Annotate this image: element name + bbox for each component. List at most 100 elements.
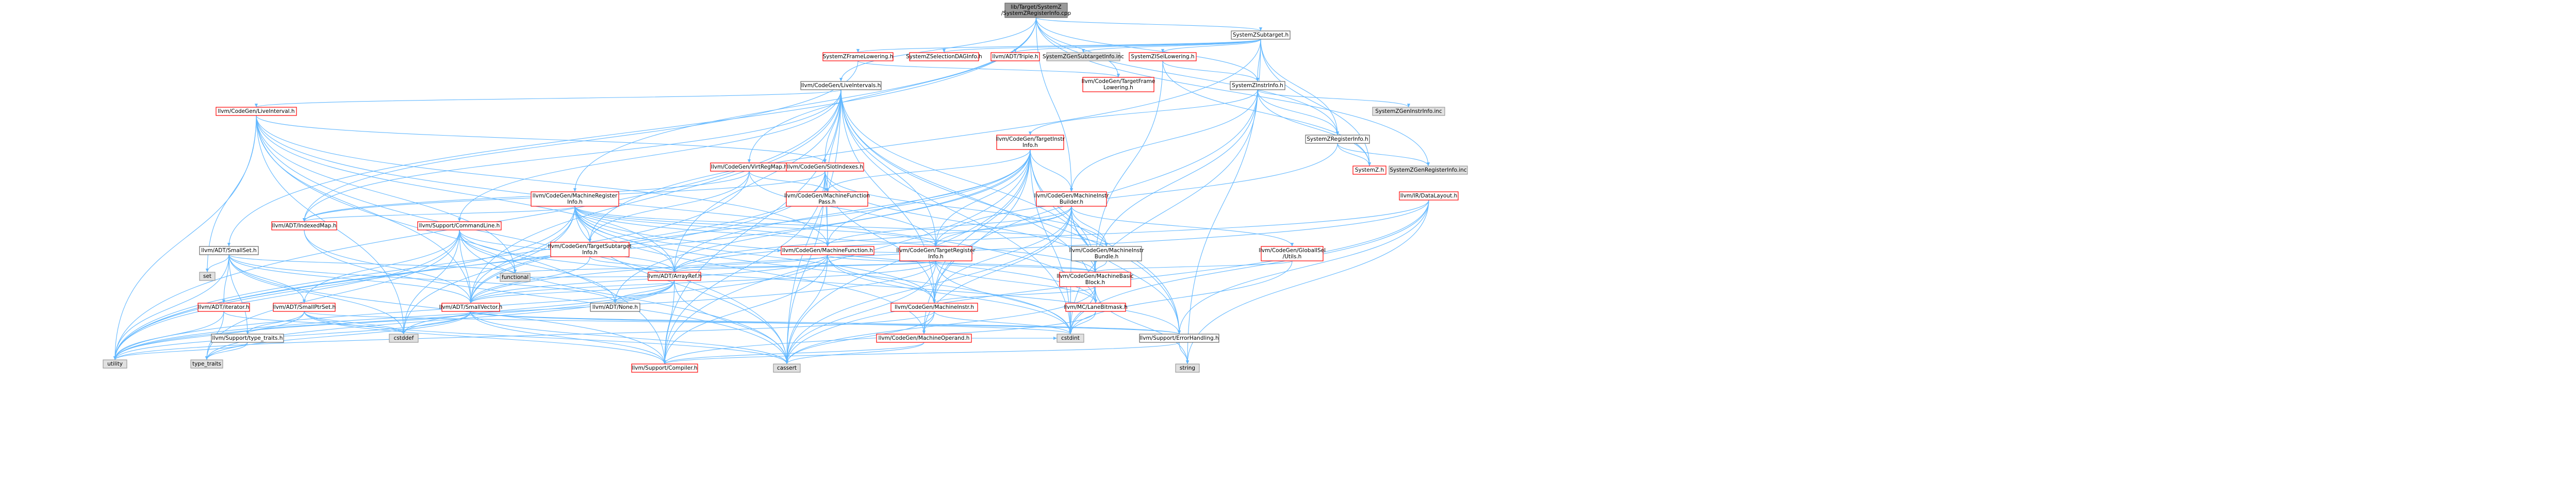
dependency-edges (113, 17, 1430, 365)
edge-root-to-liveintervals (839, 17, 1037, 82)
node-liveintervals[interactable]: llvm/CodeGen/LiveIntervals.h (800, 81, 882, 90)
edge-liveintervals-to-mfpass (825, 89, 841, 192)
edge-tri-to-mbb (935, 260, 1097, 273)
node-reginfo[interactable]: SystemZRegisterInfo.h (1305, 135, 1370, 144)
edge-slotindexes-to-mibundle (824, 171, 1109, 247)
edge-iterator-to-cstddef (223, 311, 405, 335)
edge-slotindexes-to-cassert (785, 171, 825, 365)
edge-mf-to-cassert (785, 254, 828, 365)
edge-mri-to-smallvector (469, 206, 575, 304)
edge-errorhandling-to-string (1179, 342, 1190, 365)
node-root: lib/Target/SystemZ/SystemZRegisterInfo.c… (1001, 3, 1071, 18)
node-machineoperand[interactable]: llvm/CodeGen/MachineOperand.h (876, 334, 972, 343)
node-box-string (1175, 363, 1200, 373)
node-smallset[interactable]: llvm/ADT/SmallSet.h (199, 246, 259, 255)
node-label-root-line-1: /SystemZRegisterInfo.cpp (1001, 10, 1071, 16)
node-typetraitsllvm[interactable]: llvm/Support/type_traits.h (211, 334, 284, 343)
node-compiler[interactable]: llvm/Support/Compiler.h (631, 363, 698, 373)
node-box-cstdint (1056, 334, 1084, 343)
edge-liveintervals-to-compiler (663, 89, 841, 365)
edge-root-to-virtregmap (747, 17, 1037, 163)
node-none[interactable]: llvm/ADT/None.h (590, 303, 640, 312)
node-box-reginfo (1305, 135, 1370, 144)
edge-root-to-smallset (227, 17, 1037, 247)
edge-virtregmap-to-tri (749, 171, 938, 247)
node-label-liveinterval: llvm/CodeGen/LiveInterval.h (218, 108, 294, 114)
node-seldag[interactable]: SystemZSelectionDAGInfo.h (906, 52, 982, 61)
node-label-datalayout: llvm/IR/DataLayout.h (1400, 193, 1458, 199)
edge-datalayout-to-arrayref (673, 200, 1429, 273)
node-machineinstr[interactable]: llvm/CodeGen/MachineInstr.h (890, 303, 978, 312)
node-label-tfl-line-1: Lowering.h (1103, 85, 1133, 91)
edge-instrinfo-to-reginfo (1257, 89, 1340, 136)
node-label-genctrl: SystemZGenInstrInfo.inc (1375, 108, 1442, 114)
edge-machineoperand-to-cassert (785, 342, 924, 365)
node-label-tii-line-0: llvm/CodeGen/TargetInstr (996, 136, 1065, 142)
node-subtarget[interactable]: SystemZSubtarget.h (1231, 30, 1291, 40)
edge-mf-to-cstdint (827, 254, 1072, 335)
node-label-typetraitsllvm: llvm/Support/type_traits.h (212, 335, 283, 341)
node-label-smallvector: llvm/ADT/SmallVector.h (439, 304, 503, 310)
node-instrinfo[interactable]: SystemZInstrInfo.h (1230, 81, 1285, 90)
edge-root-to-instrinfo (1035, 17, 1260, 82)
node-label-compiler: llvm/Support/Compiler.h (632, 365, 697, 371)
edge-subtarget-to-triple (1014, 39, 1261, 53)
edge-liveinterval-to-utility (113, 115, 257, 360)
node-virtregmap[interactable]: llvm/CodeGen/VirtRegMap.h (710, 162, 788, 172)
edge-slotindexes-to-utility (113, 171, 825, 360)
edge-tii-to-machineinstr (932, 149, 1031, 304)
edge-tii-to-machineoperand (922, 149, 1031, 335)
node-iterator[interactable]: llvm/ADT/iterator.h (197, 303, 250, 312)
edge-smallptrset-to-utility (113, 311, 305, 360)
node-string: string (1175, 363, 1200, 373)
node-smallvector[interactable]: llvm/ADT/SmallVector.h (439, 303, 503, 312)
edge-machineinstr-to-cassert (785, 311, 935, 365)
node-lanebitmask[interactable]: llvm/MC/LaneBitmask.h (1064, 303, 1128, 312)
node-cmdline[interactable]: llvm/Support/CommandLine.h (417, 221, 502, 230)
edge-isellowering-to-systemzh (1162, 60, 1372, 167)
node-smallptrset[interactable]: llvm/ADT/SmallPtrSet.h (273, 303, 336, 312)
node-mf[interactable]: llvm/CodeGen/MachineFunction.h (781, 246, 874, 255)
node-framelowering[interactable]: SystemZFrameLowering.h (822, 52, 894, 61)
edge-mri-to-cassert (574, 206, 789, 365)
edge-tii-to-errorhandling (1030, 149, 1181, 335)
node-errorhandling[interactable]: llvm/Support/ErrorHandling.h (1139, 334, 1219, 343)
node-label-tri-line-1: Info.h (928, 254, 944, 260)
node-box-cmdline (417, 221, 502, 230)
node-gisel[interactable]: llvm/CodeGen/GlobalISel/Utils.h (1259, 246, 1326, 261)
node-triple[interactable]: llvm/ADT/Triple.h (990, 52, 1040, 61)
edge-subtarget-to-gensubtarget (1082, 39, 1261, 53)
edge-reginfo-to-genreginfo (1337, 143, 1430, 167)
node-liveinterval[interactable]: llvm/CodeGen/LiveInterval.h (216, 107, 297, 116)
edge-cmdline-to-utility (113, 229, 460, 360)
node-label-lanebitmask: llvm/MC/LaneBitmask.h (1064, 304, 1128, 310)
node-isellowering[interactable]: SystemZISelLowering.h (1129, 52, 1197, 61)
edge-cmdline-to-cstddef (402, 229, 460, 335)
edge-liveinterval-to-lanebitmask (256, 115, 1098, 304)
edge-tri-to-lanebitmask (935, 260, 1098, 304)
node-indexedmap[interactable]: llvm/ADT/IndexedMap.h (271, 221, 337, 230)
node-box-functional (500, 273, 531, 282)
edge-smallset-to-iterator (222, 254, 229, 304)
node-label-string: string (1180, 365, 1195, 371)
node-box-tfl (1082, 77, 1154, 92)
node-box-framelowering (822, 52, 894, 61)
edge-mf-to-compiler (663, 254, 828, 365)
node-systemzh[interactable]: SystemZ.h (1352, 165, 1386, 175)
node-cstdint: cstdint (1056, 334, 1084, 343)
node-datalayout[interactable]: llvm/IR/DataLayout.h (1399, 191, 1459, 201)
node-arrayref[interactable]: llvm/ADT/ArrayRef.h (647, 272, 702, 281)
edge-tri-to-arrayref (673, 260, 936, 273)
node-label-subtarget: SystemZSubtarget.h (1233, 32, 1289, 38)
node-slotindexes[interactable]: llvm/CodeGen/SlotIndexes.h (786, 162, 864, 172)
node-box-cstddef (389, 334, 419, 343)
